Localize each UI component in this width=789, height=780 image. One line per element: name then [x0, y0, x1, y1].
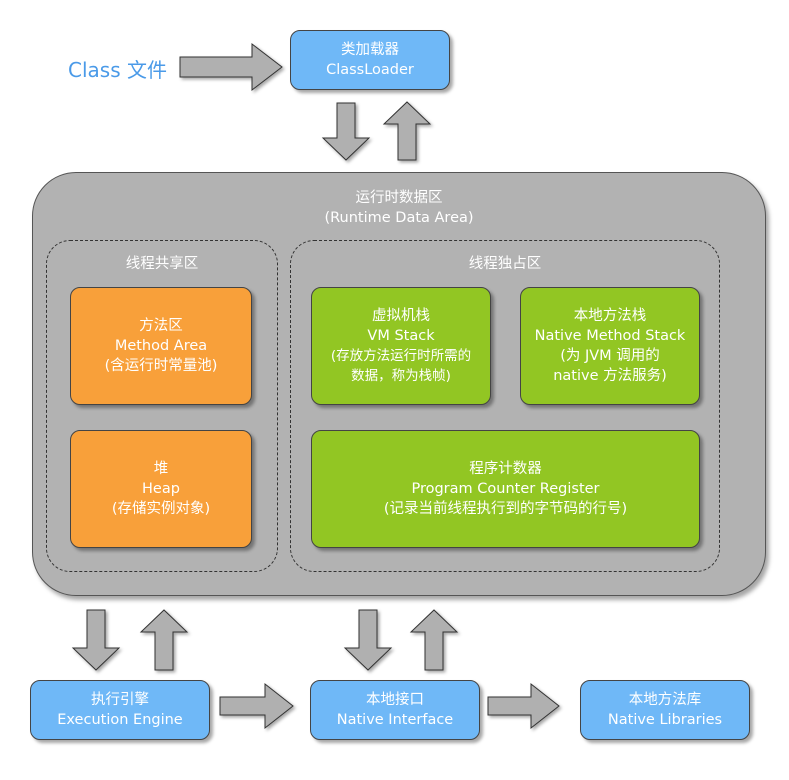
runtime-title-cn: 运行时数据区	[355, 190, 443, 206]
arrow-classfile-to-classloader	[179, 42, 283, 92]
method-area-en: Method Area	[114, 338, 208, 354]
native-libraries-en: Native Libraries	[607, 712, 723, 728]
classloader-box: 类加载器 ClassLoader	[290, 30, 450, 90]
method-area-note: (含运行时常量池)	[104, 358, 218, 374]
vm-stack-en: VM Stack	[367, 328, 435, 344]
runtime-title-en: (Runtime Data Area)	[324, 210, 474, 226]
classloader-title-en: ClassLoader	[326, 62, 414, 78]
vm-stack-note-1: (存放方法运行时所需的	[330, 348, 472, 364]
arrow-engine-to-runtime-up	[139, 609, 189, 671]
execution-engine-box: 执行引擎 Execution Engine	[30, 680, 210, 740]
method-area-box: 方法区 Method Area (含运行时常量池)	[70, 287, 252, 405]
native-interface-en: Native Interface	[336, 712, 454, 728]
thread-exclusive-title: 线程独占区	[468, 256, 542, 272]
native-interface-cn: 本地接口	[366, 692, 424, 708]
native-stack-cn: 本地方法栈	[573, 308, 647, 324]
program-counter-box: 程序计数器 Program Counter Register (记录当前线程执行…	[311, 430, 700, 548]
heap-en: Heap	[142, 481, 180, 497]
heap-cn: 堆	[153, 461, 169, 477]
vm-stack-note-2: 数据，称为栈帧)	[351, 368, 451, 384]
arrow-classloader-up	[382, 101, 432, 161]
pc-cn: 程序计数器	[469, 461, 542, 477]
thread-shared-region	[46, 240, 278, 572]
heap-note: (存储实例对象)	[111, 501, 211, 517]
thread-exclusive-region	[290, 240, 720, 572]
pc-note: (记录当前线程执行到的字节码的行号)	[383, 501, 628, 517]
vm-stack-cn: 虚拟机栈	[372, 308, 430, 324]
native-stack-note-2: native 方法服务)	[553, 368, 667, 384]
arrow-classloader-down	[321, 102, 371, 161]
native-libraries-cn: 本地方法库	[628, 692, 702, 708]
arrow-runtime-to-native-interface-down	[343, 609, 393, 671]
method-area-cn: 方法区	[139, 318, 183, 334]
arrow-native-interface-to-runtime-up	[409, 609, 459, 671]
classloader-title-cn: 类加载器	[341, 42, 399, 58]
heap-box: 堆 Heap (存储实例对象)	[70, 430, 252, 548]
arrow-runtime-to-engine-down	[71, 609, 121, 671]
arrow-engine-to-native-interface	[219, 682, 294, 730]
native-stack-en: Native Method Stack	[534, 328, 686, 344]
execution-engine-cn: 执行引擎	[91, 692, 149, 708]
execution-engine-en: Execution Engine	[57, 712, 183, 728]
native-method-stack-box: 本地方法栈 Native Method Stack (为 JVM 调用的 nat…	[520, 287, 700, 405]
class-file-label: Class 文件	[68, 58, 167, 82]
native-libraries-box: 本地方法库 Native Libraries	[580, 680, 750, 740]
pc-en: Program Counter Register	[411, 481, 600, 497]
native-interface-box: 本地接口 Native Interface	[310, 680, 480, 740]
native-stack-note-1: (为 JVM 调用的	[560, 348, 660, 364]
thread-shared-title: 线程共享区	[125, 256, 199, 272]
vm-stack-box: 虚拟机栈 VM Stack (存放方法运行时所需的 数据，称为栈帧)	[311, 287, 491, 405]
arrow-native-interface-to-libraries	[487, 682, 560, 730]
